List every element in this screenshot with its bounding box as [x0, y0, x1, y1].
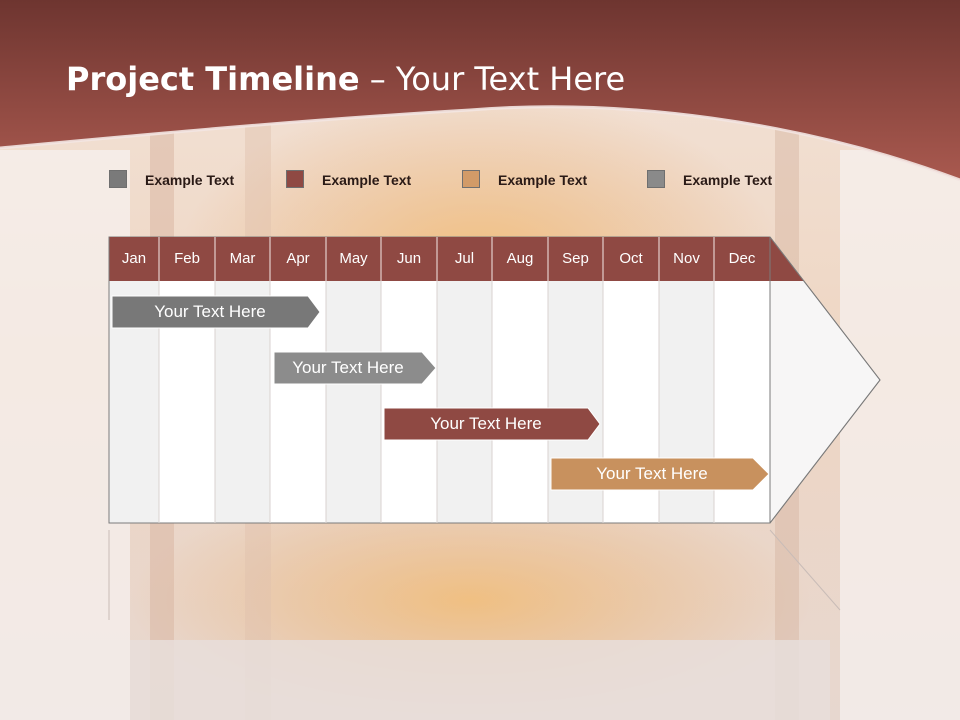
month-label: Mar	[229, 250, 256, 267]
legend-label: Example Text	[683, 172, 773, 188]
month-column	[437, 281, 492, 523]
month-label: May	[339, 250, 368, 267]
month-label: Jul	[454, 250, 475, 267]
title-rest: – Your Text Here	[359, 60, 626, 98]
task-label: Your Text Here	[154, 302, 266, 321]
slide-title: Project Timeline – Your Text Here	[66, 60, 625, 98]
task-bar	[383, 407, 601, 441]
legend-swatch	[109, 170, 127, 188]
legend-label: Example Text	[322, 172, 412, 188]
task-bars	[111, 295, 770, 491]
task-bar	[550, 457, 770, 491]
month-label: Aug	[506, 250, 534, 267]
month-label: Nov	[673, 250, 700, 267]
legend-swatch	[286, 170, 304, 188]
month-label: Jan	[121, 250, 147, 267]
task-label: Your Text Here	[292, 358, 404, 377]
month-label: Feb	[174, 250, 200, 267]
month-label: Sep	[562, 250, 589, 267]
month-label: Jun	[396, 250, 422, 267]
title-bold: Project Timeline	[66, 60, 360, 98]
task-bar	[273, 351, 437, 385]
task-label: Your Text Here	[430, 414, 542, 433]
task-label: Your Text Here	[596, 464, 708, 483]
task-bar	[111, 295, 321, 329]
month-label: Dec	[728, 250, 756, 267]
month-column	[381, 281, 437, 523]
month-header-bar	[109, 237, 804, 281]
legend-label: Example Text	[145, 172, 235, 188]
legend-swatch	[647, 170, 665, 188]
reflection-line	[108, 529, 841, 620]
month-label: Oct	[619, 250, 643, 267]
legend-swatch	[462, 170, 480, 188]
month-column	[326, 281, 381, 523]
month-column	[492, 281, 548, 523]
month-label: Apr	[286, 250, 310, 267]
legend-label: Example Text	[498, 172, 588, 188]
